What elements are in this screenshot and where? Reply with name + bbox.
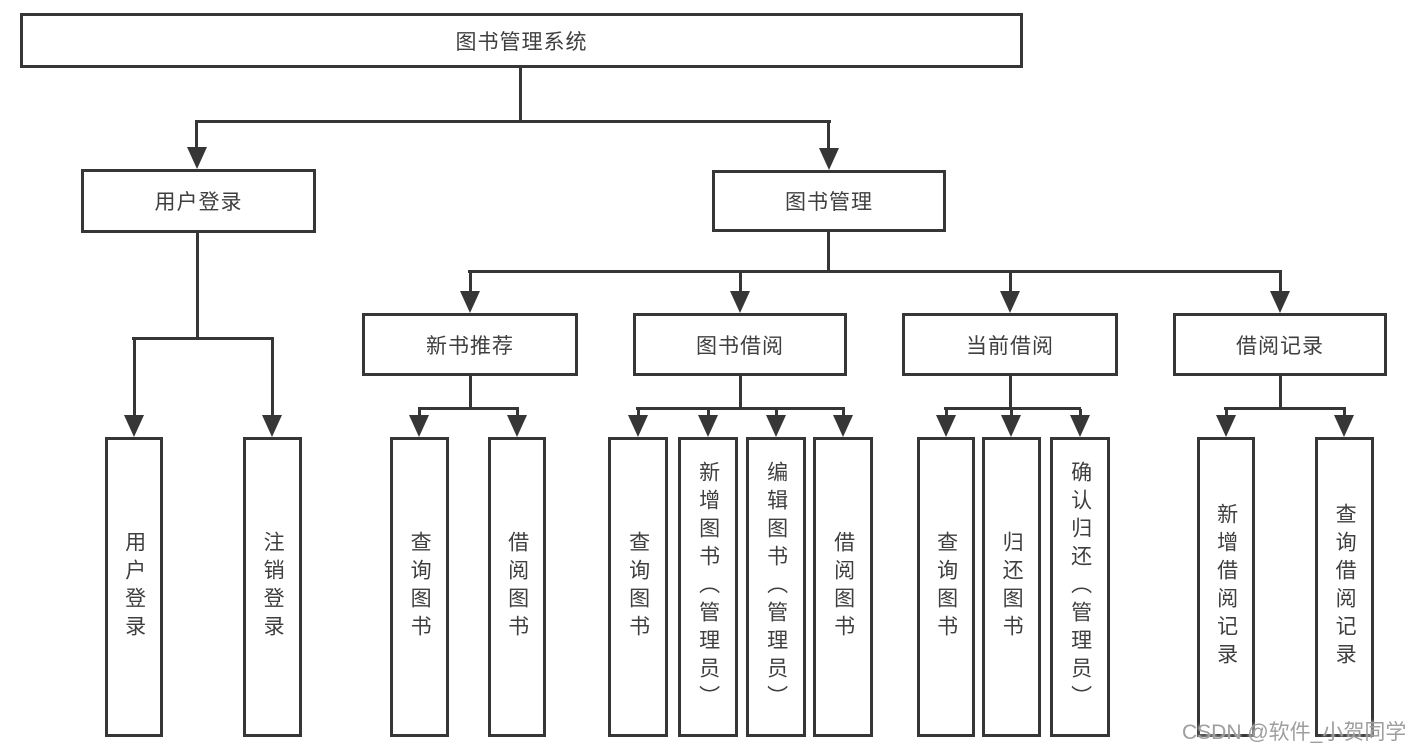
arrowhead-icon xyxy=(507,415,527,437)
connector-line xyxy=(636,407,845,410)
arrowhead-icon xyxy=(1334,415,1354,437)
arrowhead-icon xyxy=(1216,415,1236,437)
node-label: 图书管理系统 xyxy=(455,30,588,54)
leaf-label: 查询图书 xyxy=(408,531,432,643)
connector-line xyxy=(418,407,519,410)
arrowhead-icon xyxy=(460,291,480,313)
node-label: 图书管理 xyxy=(785,191,873,214)
connector-line xyxy=(516,409,519,417)
connector-line xyxy=(468,270,1282,273)
leaf-confirm-return-admin: 确认归还（管理员） xyxy=(1050,437,1110,737)
node-label: 借阅记录 xyxy=(1236,334,1324,358)
connector-line xyxy=(827,120,830,148)
leaf-label: 借阅图书 xyxy=(831,531,855,643)
node-user-login: 用户登录 xyxy=(81,169,316,233)
connector-line xyxy=(945,409,948,417)
leaf-label: 新增借阅记录 xyxy=(1214,503,1238,671)
connector-line xyxy=(1225,409,1228,417)
arrowhead-icon xyxy=(1070,415,1090,437)
connector-line xyxy=(1079,409,1082,417)
leaf-label: 编辑图书（管理员） xyxy=(764,461,788,713)
connector-line xyxy=(827,232,830,273)
leaf-logout: 注销登录 xyxy=(243,437,302,737)
node-label: 图书借阅 xyxy=(696,334,784,358)
connector-line xyxy=(707,409,710,417)
arrowhead-icon xyxy=(766,415,786,437)
connector-line xyxy=(739,273,742,292)
connector-line xyxy=(775,409,778,417)
leaf-search-books-borrow: 查询图书 xyxy=(608,437,668,737)
arrowhead-icon xyxy=(1270,291,1290,313)
leaf-search-books-current: 查询图书 xyxy=(917,437,975,737)
connector-line xyxy=(1009,376,1012,410)
node-current-borrowing: 当前借阅 xyxy=(902,313,1118,376)
arrowhead-icon xyxy=(936,415,956,437)
arrowhead-icon xyxy=(187,147,207,169)
leaf-edit-books-admin: 编辑图书（管理员） xyxy=(746,437,806,737)
leaf-label: 确认归还（管理员） xyxy=(1068,461,1092,713)
connector-line xyxy=(469,376,472,410)
node-borrowing-records: 借阅记录 xyxy=(1173,313,1387,376)
leaf-label: 借阅图书 xyxy=(505,531,529,643)
leaf-label: 用户登录 xyxy=(122,531,146,643)
leaf-borrow-books-new: 借阅图书 xyxy=(488,437,546,737)
leaf-borrow-books: 借阅图书 xyxy=(813,437,873,737)
connector-line xyxy=(469,273,472,292)
arrowhead-icon xyxy=(409,415,429,437)
connector-line xyxy=(195,120,198,148)
connector-line xyxy=(1010,409,1013,417)
arrowhead-icon xyxy=(1001,415,1021,437)
leaf-label: 查询借阅记录 xyxy=(1333,503,1357,671)
connector-line xyxy=(637,409,640,417)
leaf-label: 查询图书 xyxy=(934,531,958,643)
leaf-add-borrow-record: 新增借阅记录 xyxy=(1197,437,1255,737)
connector-line xyxy=(196,233,199,340)
arrowhead-icon xyxy=(124,415,144,437)
node-label: 用户登录 xyxy=(154,191,243,214)
leaf-return-books: 归还图书 xyxy=(982,437,1041,737)
node-book-borrowing: 图书借阅 xyxy=(633,313,847,376)
connector-line xyxy=(519,68,522,123)
connector-line xyxy=(1224,407,1346,410)
leaf-label: 查询图书 xyxy=(626,531,650,643)
connector-line xyxy=(133,340,136,416)
connector-line xyxy=(944,407,1081,410)
leaf-label: 归还图书 xyxy=(1000,531,1024,643)
arrowhead-icon xyxy=(730,291,750,313)
node-book-management: 图书管理 xyxy=(712,170,946,232)
arrowhead-icon xyxy=(1000,291,1020,313)
leaf-label: 新增图书（管理员） xyxy=(696,461,720,713)
connector-line xyxy=(1279,376,1282,410)
csdn-watermark: CSDN @软件_小贺同学 xyxy=(1182,721,1405,744)
arrowhead-icon xyxy=(628,415,648,437)
arrowhead-icon xyxy=(833,415,853,437)
node-label: 当前借阅 xyxy=(966,334,1054,358)
connector-line xyxy=(271,340,274,416)
connector-line xyxy=(842,409,845,417)
connector-line xyxy=(132,337,274,340)
connector-line xyxy=(418,409,421,417)
leaf-search-books-new: 查询图书 xyxy=(390,437,449,737)
leaf-add-books-admin: 新增图书（管理员） xyxy=(678,437,738,737)
leaf-label: 注销登录 xyxy=(261,531,285,643)
connector-line xyxy=(1009,273,1012,292)
node-label: 新书推荐 xyxy=(426,334,514,358)
node-new-book-recommendation: 新书推荐 xyxy=(362,313,578,376)
connector-line xyxy=(1343,409,1346,417)
arrowhead-icon xyxy=(262,415,282,437)
connector-line xyxy=(739,376,742,410)
connector-line xyxy=(195,120,831,123)
arrowhead-icon xyxy=(698,415,718,437)
connector-line xyxy=(1279,273,1282,292)
leaf-user-login: 用户登录 xyxy=(105,437,163,737)
leaf-search-borrow-record: 查询借阅记录 xyxy=(1315,437,1374,737)
node-book-management-system: 图书管理系统 xyxy=(20,13,1023,68)
arrowhead-icon xyxy=(819,148,839,170)
